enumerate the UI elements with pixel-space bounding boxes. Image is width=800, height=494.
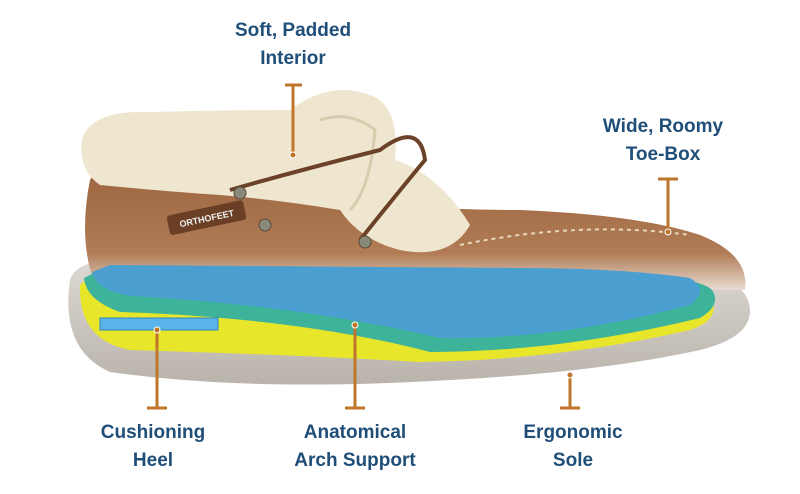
callout-text: Interior	[260, 48, 326, 69]
callout-wide-toe-box: Wide, Roomy Toe-Box	[603, 113, 723, 169]
callout-soft-padded-interior: Soft, Padded Interior	[235, 17, 351, 73]
callout-text: Arch Support	[294, 450, 416, 471]
callout-text: Wide, Roomy	[602, 116, 724, 137]
callout-arch-support: Anatomical Arch Support	[294, 419, 415, 475]
callout-text: Toe-Box	[625, 144, 701, 165]
callout-ergonomic-sole: Ergonomic Sole	[523, 419, 622, 475]
callout-text: Ergonomic	[523, 422, 623, 443]
callout-text: Anatomical	[303, 422, 407, 443]
lace	[229, 135, 428, 242]
gel-layer	[92, 265, 700, 339]
callout-text: Soft, Padded	[234, 20, 352, 41]
callout-text: Cushioning	[100, 422, 206, 443]
brand-tag: ORTHOFEET	[166, 200, 247, 235]
callout-lines	[147, 83, 678, 410]
fur-collar	[81, 90, 470, 253]
callout-cushioning-heel: Cushioning Heel	[101, 419, 205, 475]
callout-text: Heel	[132, 450, 174, 471]
callout-text: Sole	[552, 450, 594, 471]
